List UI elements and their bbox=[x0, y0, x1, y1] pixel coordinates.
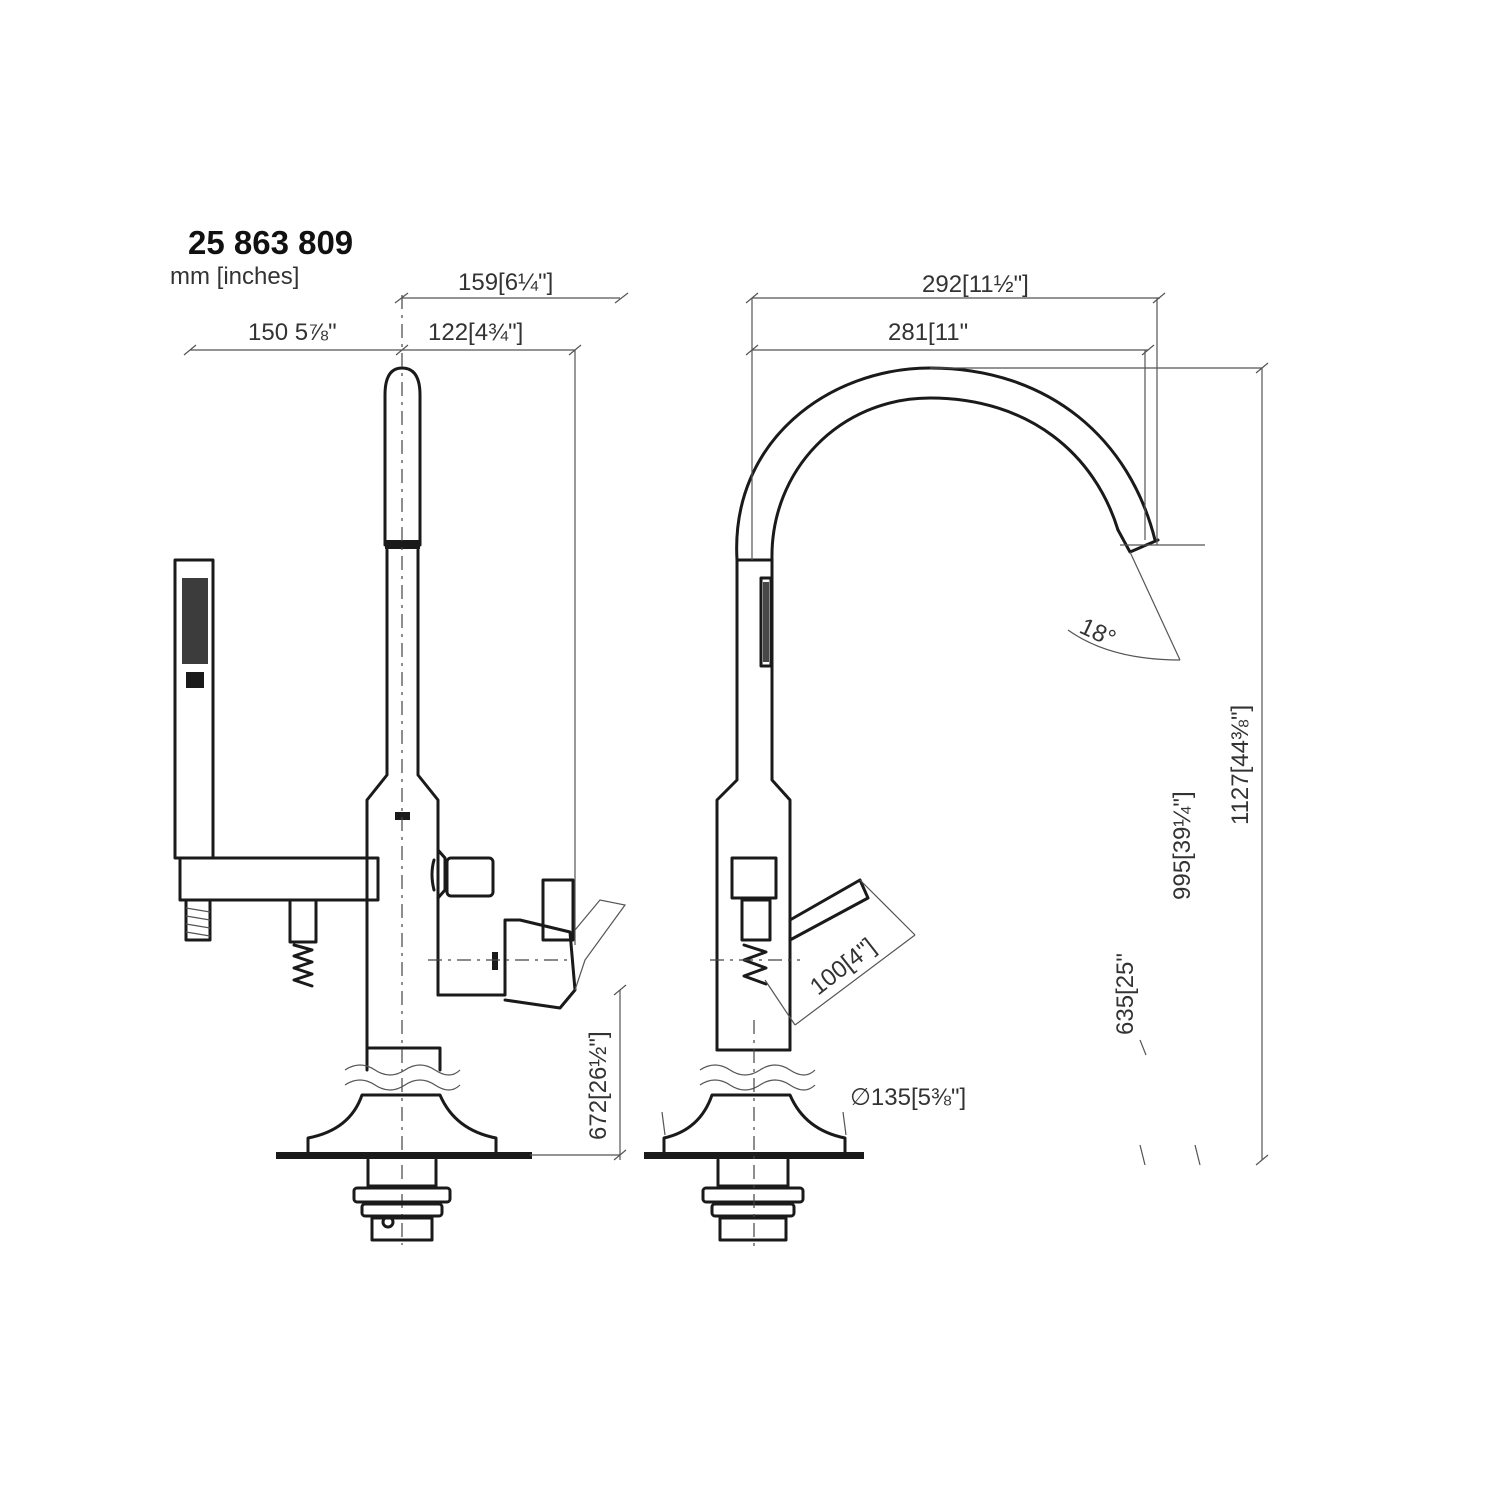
side-body bbox=[715, 558, 792, 1052]
spout bbox=[735, 366, 1160, 562]
side-dimensions bbox=[661, 292, 1269, 1166]
side-lever bbox=[788, 878, 870, 942]
dim-spout-angle: 18° bbox=[1075, 613, 1119, 653]
dim-front-right-width: 122[4¾"] bbox=[428, 319, 523, 346]
hand-shower bbox=[173, 558, 215, 860]
front-dimensions bbox=[183, 292, 629, 1161]
dim-front-total-width: 159[6¼"] bbox=[458, 269, 553, 296]
dim-front-left-width: 150 5⅞" bbox=[248, 319, 337, 346]
dim-side-total-height: 1127[44⅜"] bbox=[1227, 705, 1254, 825]
main-column bbox=[365, 366, 442, 1072]
control-knob bbox=[430, 848, 495, 900]
front-view: 159[6¼"] 150 5⅞" 122[4¾"] 672[26½"] bbox=[173, 269, 629, 1245]
dim-front-hose-height: 672[26½"] bbox=[585, 1031, 612, 1140]
dim-side-cut-height: 635[25" bbox=[1112, 953, 1139, 1035]
dim-base-diameter: ∅135[5⅜"] bbox=[850, 1084, 966, 1111]
article-number: 25 863 809 bbox=[188, 224, 353, 261]
mixer-lever bbox=[436, 878, 627, 1010]
side-view: 292[11½"] 281[11" 18° 1127[44⅜"] 995[39¼… bbox=[644, 271, 1269, 1250]
dim-side-total-reach: 292[11½"] bbox=[922, 271, 1029, 298]
units-label: mm [inches] bbox=[170, 263, 299, 290]
base-front bbox=[276, 1093, 532, 1242]
base-side bbox=[644, 1093, 864, 1242]
dim-side-lever-length: 100[4"] bbox=[805, 933, 881, 1001]
holder-arm bbox=[178, 856, 380, 988]
dim-side-reach: 281[11" bbox=[888, 319, 968, 346]
dim-side-spout-height: 995[39¼"] bbox=[1169, 791, 1196, 900]
